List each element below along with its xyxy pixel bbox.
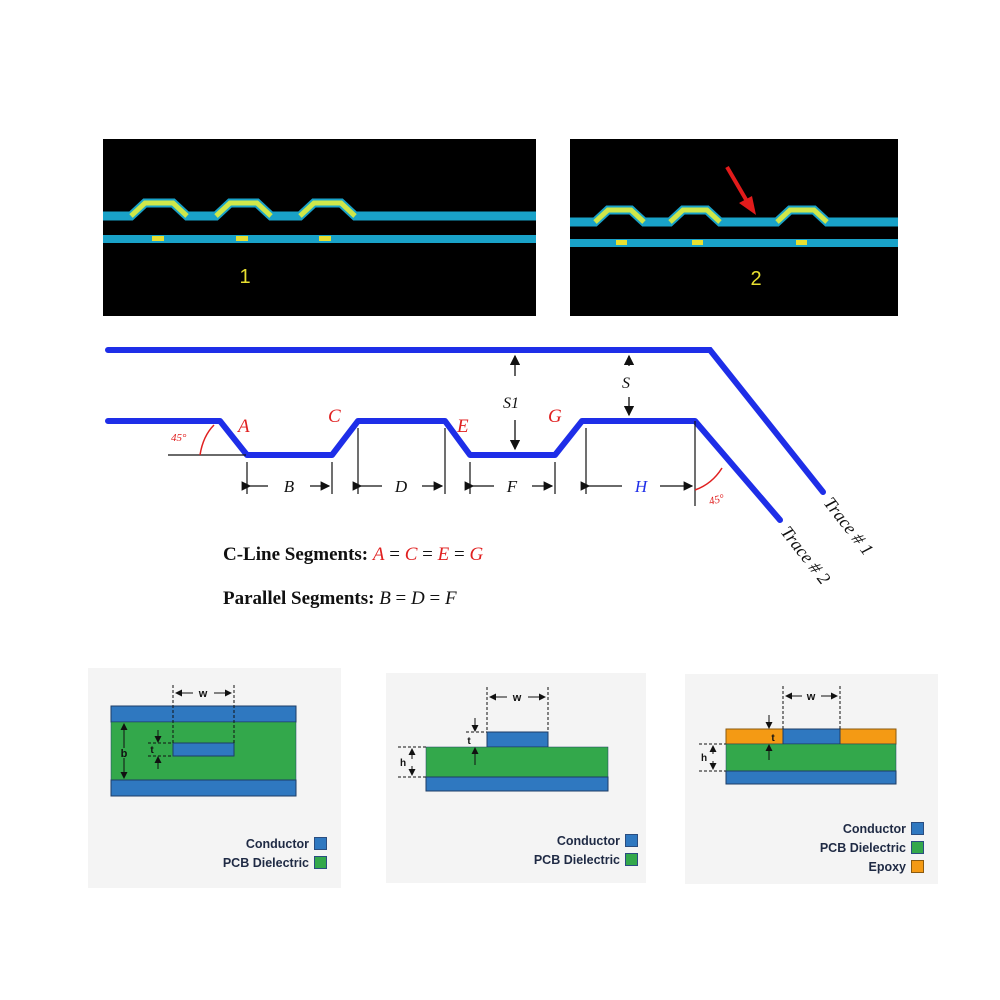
spacing-label-s: S (622, 375, 630, 392)
segment-label-e: E (456, 416, 469, 437)
stripline-cross-section: w b t (110, 685, 297, 797)
legend-conductor-label: Conductor (245, 836, 309, 851)
dielectric-swatch (314, 856, 327, 869)
microstrip-h-label: h (400, 758, 406, 769)
segment-label-g: G (548, 406, 562, 427)
legend-epoxy: Epoxy (820, 857, 924, 876)
embedded-legend: Conductor PCB Dielectric Epoxy (820, 819, 924, 876)
stripline-w-label: w (198, 688, 208, 700)
lower-trace (570, 239, 898, 247)
red-arrow-icon (725, 165, 756, 215)
microstrip-cross-section: w t h (398, 687, 609, 792)
dimension-h (580, 428, 694, 494)
angle-label-right: 45° (708, 492, 727, 508)
spacing-label-s1: S1 (503, 395, 519, 412)
angle-arc-right (694, 467, 723, 491)
angle-label-left: 45° (171, 432, 187, 444)
trace-2-line (105, 418, 783, 523)
conductor-swatch (625, 834, 638, 847)
legend-dielectric-label: PCB Dielectric (222, 855, 309, 870)
stripline-b-label: b (121, 748, 128, 760)
embedded-w-label: w (806, 691, 816, 703)
dielectric-swatch (625, 853, 638, 866)
trace-1-label: Trace # 1 (820, 493, 878, 559)
trace-2-label: Trace # 2 (777, 522, 835, 588)
legend-conductor-label: Conductor (556, 833, 620, 848)
legend-dielectric: PCB Dielectric (223, 853, 327, 872)
trace-photo-panel-2: 2 (570, 139, 898, 316)
epoxy-swatch (911, 860, 924, 873)
legend-dielectric: PCB Dielectric (820, 838, 924, 857)
cline-equation: C-Line Segments: A = C = E = G (223, 544, 483, 565)
segment-label-a: A (236, 416, 250, 437)
legend-dielectric-label: PCB Dielectric (533, 852, 620, 867)
dimension-d (352, 428, 446, 494)
microstrip-w-label: w (512, 692, 522, 704)
legend-conductor: Conductor (820, 819, 924, 838)
panel-2-label: 2 (750, 268, 761, 290)
parallel-equation: Parallel Segments: B = D = F (223, 588, 457, 609)
conductor-swatch (911, 822, 924, 835)
panel-1-label: 1 (239, 266, 250, 288)
legend-dielectric-label: PCB Dielectric (819, 840, 906, 855)
upper-trace (103, 198, 536, 221)
embedded-t-label: t (771, 733, 775, 744)
dimension-f (464, 462, 556, 494)
dimension-label-f: F (506, 477, 518, 496)
trace-photo-panel-1: 1 (103, 139, 536, 316)
stripline-legend: Conductor PCB Dielectric (223, 834, 327, 872)
legend-epoxy-label: Epoxy (868, 859, 906, 874)
microstrip-cross-section-panel: w t h Conductor PCB Dielectric (386, 673, 646, 883)
embedded-microstrip-cross-section-panel: w t h Conductor PCB Dielectric Epoxy (685, 674, 938, 884)
legend-conductor-label: Conductor (842, 821, 906, 836)
conductor-swatch (314, 837, 327, 850)
stripline-t-label: t (150, 745, 154, 756)
stripline-cross-section-panel: w b t Conductor PCB Dielectric (88, 668, 341, 888)
legend-dielectric: PCB Dielectric (534, 850, 638, 869)
microstrip-legend: Conductor PCB Dielectric (534, 831, 638, 869)
embedded-h-label: h (701, 753, 707, 764)
dimension-label-b: B (284, 477, 295, 496)
embedded-microstrip-cross-section: w t h (699, 686, 897, 785)
serpentine-trace-diagram: 45° 45° A C E G S1 S B D F H Trace # 1 T… (105, 347, 878, 609)
trace-1-line (105, 347, 826, 495)
upper-trace (570, 205, 898, 227)
dimension-b (241, 462, 333, 494)
segment-label-c: C (328, 406, 341, 427)
legend-conductor: Conductor (534, 831, 638, 850)
legend-conductor: Conductor (223, 834, 327, 853)
angle-arc-left (199, 424, 215, 456)
dielectric-swatch (911, 841, 924, 854)
dimension-label-d: D (394, 477, 408, 496)
microstrip-t-label: t (467, 736, 471, 747)
lower-trace (103, 235, 536, 243)
dimension-label-h: H (634, 477, 649, 496)
